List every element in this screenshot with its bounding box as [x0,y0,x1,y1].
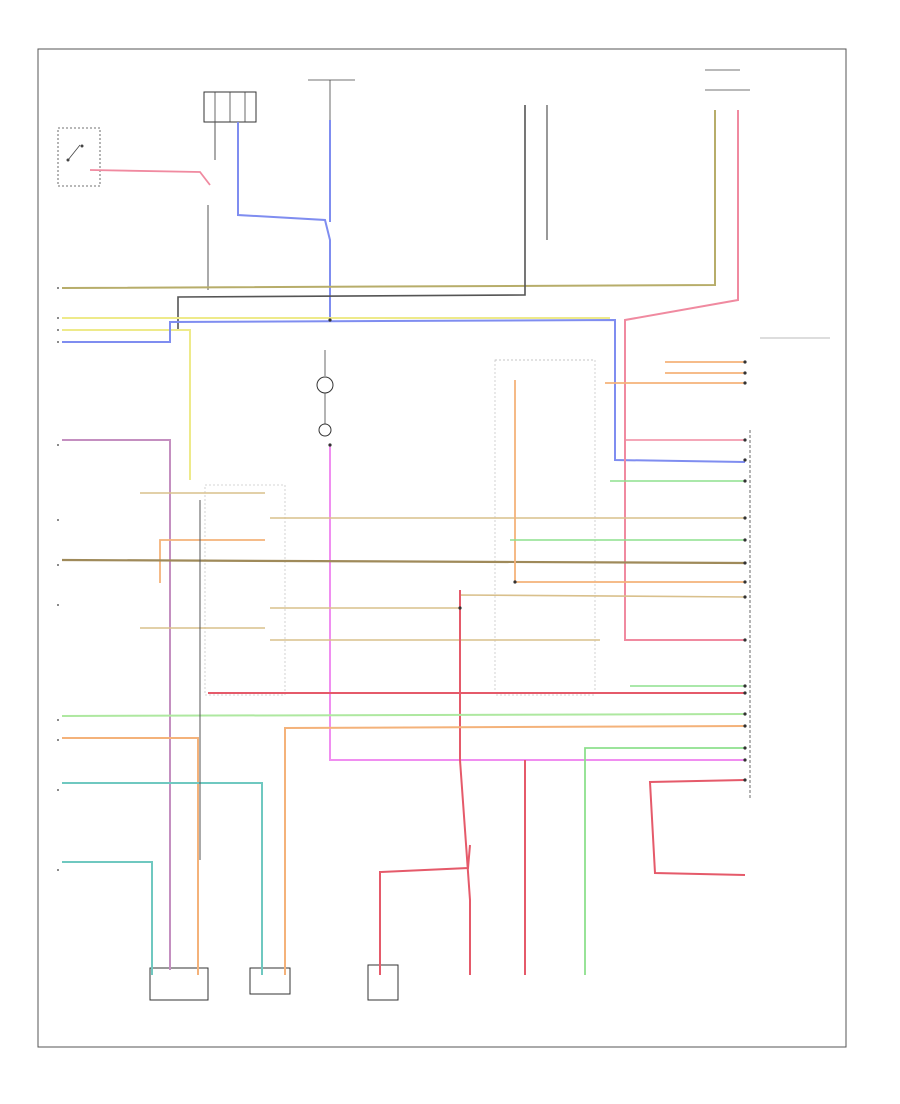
module-pin-18 [743,758,747,762]
module-bracket-right [749,337,830,800]
module-pin-10 [743,580,747,584]
wire-green-5 [584,747,745,975]
component-sensor-bottom-center [367,964,399,1001]
diagram-frame [37,48,847,1048]
wire-red-bottom-center [379,844,471,975]
module-pin-11 [743,595,747,599]
dashed-boxes [204,359,596,696]
component-connector-top-left [203,91,257,123]
wire-brown-long [61,558,746,565]
wire-red-2 [459,590,471,975]
wire-yellow-2 [62,329,191,480]
wire-green-1 [61,713,746,717]
junction-orange [513,580,517,584]
module-pin-16 [743,724,747,728]
module-pin-2 [743,371,747,375]
module-pin-17 [743,746,747,750]
wire-orange-mid [284,725,746,975]
wire-teal-2 [62,861,153,975]
wire-red-bottom-right [648,779,746,876]
component-sensor-bottom-mid [249,967,291,995]
module-pin-15 [743,712,747,716]
component-top-right [705,69,750,91]
wire-tan-3 [270,594,746,609]
left-edge-markers [57,287,59,871]
module-pin-9 [743,561,747,565]
component-sensor-bottom-left [149,967,209,1001]
wire-magenta-center [329,445,745,761]
module-pin-12 [743,638,747,642]
module-pin-5 [743,458,747,462]
module-pin-8 [743,538,747,542]
module-pin-7 [743,516,747,520]
wire-gray-right-a [177,105,526,330]
module-pin-3 [743,381,747,385]
component-switch-left [57,127,101,187]
wire-blue-main [237,122,331,320]
module-pin-6 [743,479,747,483]
junction-magenta [328,443,332,447]
module-pin-14 [743,691,747,695]
wires [61,105,746,975]
wire-purple-left [62,439,171,970]
junction-red [458,606,462,610]
wire-olive-top [61,110,716,289]
pins [328,318,747,782]
junction-blue [328,318,332,322]
module-pin-13 [743,684,747,688]
wire-blue-lower [62,318,746,463]
module-pin-4 [743,438,747,442]
wire-pink-right [624,110,745,641]
wire-teal-1 [62,782,263,975]
wire-orange-1 [159,539,265,583]
component-top-center [308,79,355,120]
wire-orange-left [62,737,199,975]
wire-red-switch [89,169,211,186]
module-pin-1 [743,360,747,364]
module-pin-19 [743,778,747,782]
component-lamp [316,350,334,437]
